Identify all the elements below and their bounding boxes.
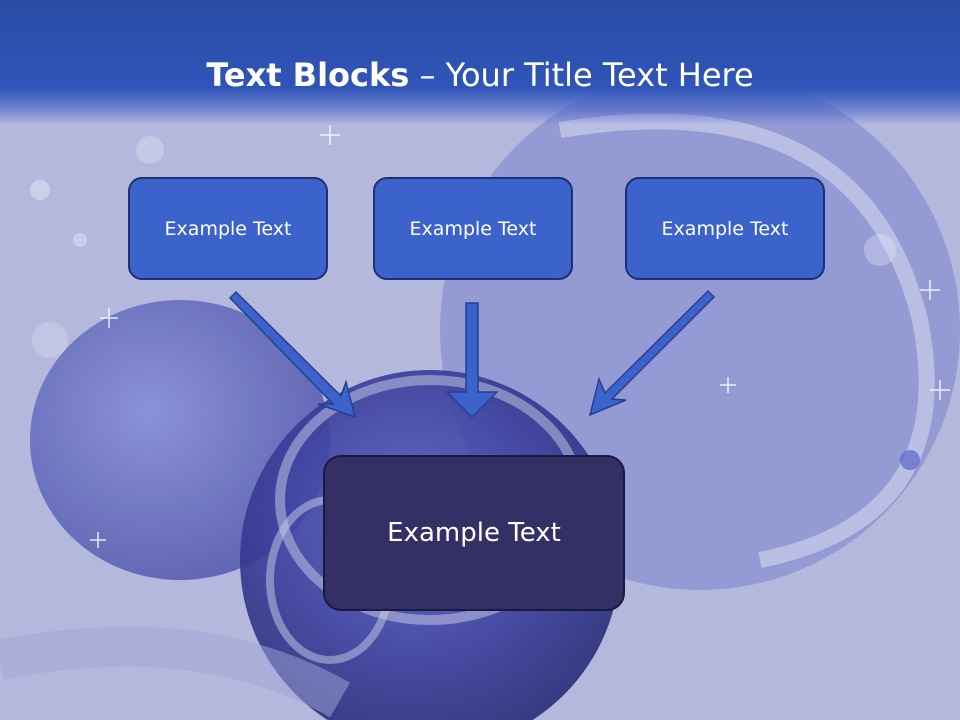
center-text-block-label: Example Text (387, 518, 561, 548)
center-text-block[interactable]: Example Text (323, 455, 625, 611)
title-dash: – (409, 56, 446, 94)
title-bold: Text Blocks (206, 56, 410, 94)
arrow-left-icon (228, 290, 357, 419)
arrow-right-icon (588, 289, 716, 417)
text-block-1[interactable]: Example Text (128, 177, 328, 280)
title-rest: Your Title Text Here (445, 56, 754, 94)
slide-title: Text Blocks – Your Title Text Here (0, 55, 960, 95)
text-block-1-label: Example Text (164, 217, 292, 240)
text-block-3-label: Example Text (661, 217, 789, 240)
text-block-3[interactable]: Example Text (625, 177, 825, 280)
title-bar (0, 0, 960, 125)
text-block-2[interactable]: Example Text (373, 177, 573, 280)
arrow-center-icon (445, 302, 499, 419)
text-block-2-label: Example Text (409, 217, 537, 240)
